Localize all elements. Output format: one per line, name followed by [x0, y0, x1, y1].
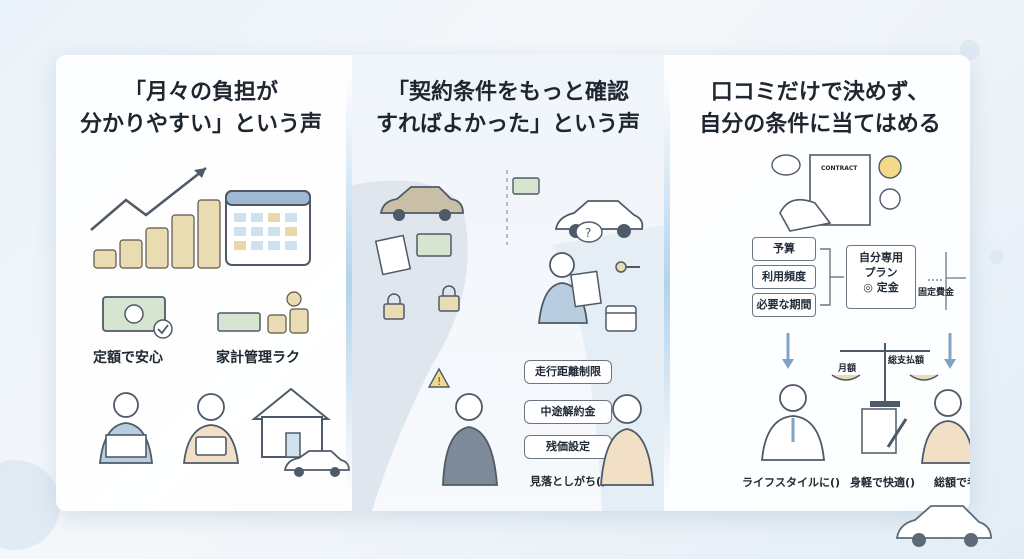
corner-car-icon — [895, 505, 992, 547]
money-stack-icon — [217, 291, 309, 334]
document-pen-icon — [861, 408, 908, 454]
condition-period: 必要な期間 — [752, 293, 816, 317]
label-light-comfort: 身軽で快適() — [850, 476, 916, 489]
plan-line: プラン — [864, 266, 898, 279]
question-bubble-icon: ? — [575, 221, 603, 243]
down-arrow-icon — [782, 333, 794, 369]
warning-icon: ! — [427, 367, 451, 388]
panel-title: 「契約条件をもっと確認 すればよかった」という声 — [352, 77, 664, 141]
down-arrow-icon — [944, 333, 956, 369]
bg-orb — [990, 250, 1004, 264]
fixed-cost-label: 固定費金 — [918, 288, 955, 298]
fixed-cost-chart — [928, 252, 966, 310]
worried-person-icon — [442, 393, 498, 486]
total-label: 総支払額 — [888, 356, 925, 366]
cash-check-icon — [102, 296, 173, 339]
bg-orb — [960, 40, 980, 60]
warning-residual-value: 残価設定 — [524, 435, 612, 459]
plan-fee: ◎ 定金 — [863, 281, 899, 294]
bg-orb — [0, 460, 60, 550]
panel-contract-regret: 「契約条件をもっと確認 すればよかった」という声 — [352, 55, 664, 511]
label-total-cost: 総額で考える — [934, 476, 970, 489]
key-icon — [615, 261, 640, 273]
car-icon — [283, 450, 350, 477]
person-reading-icon — [99, 392, 153, 464]
warning-mileage-limit: 走行距離制限 — [524, 360, 612, 384]
panel-monthly: 「月々の負担が 分かりやすい」という声 — [56, 55, 350, 511]
title-line: 口コミだけで決めず、 — [710, 80, 930, 105]
panel-title: 口コミだけで決めず、 自分の条件に当てはめる — [670, 77, 970, 141]
documents-icon — [374, 233, 452, 276]
custom-plan-box: 自分専用 プラン ◎ 定金 — [846, 245, 916, 309]
woman-icon — [600, 394, 654, 486]
title-line: 自分の条件に当てはめる — [699, 112, 941, 137]
footer-overlooked: 見落としがち() — [530, 475, 607, 488]
old-car-icon — [379, 186, 464, 221]
panel-divider — [664, 75, 670, 495]
lock-icon — [383, 293, 405, 320]
plan-fee-text: 定金 — [876, 281, 899, 294]
label-fixed-rate: 定額で安心 — [93, 350, 163, 366]
title-line: すればよかった」という声 — [375, 112, 640, 137]
title-line: 「契約条件をもっと確認 — [386, 80, 629, 105]
coins-growth-icon — [90, 167, 221, 269]
calendar-icon — [605, 305, 637, 332]
plan-line: 自分専用 — [859, 251, 903, 264]
panel-divider — [346, 75, 352, 495]
warning-cancellation-fee: 中途解約金 — [524, 400, 612, 424]
info-card: 「月々の負担が 分かりやすい」という声 — [56, 55, 970, 511]
svg-text:!: ! — [437, 375, 441, 388]
svg-text:?: ? — [585, 226, 591, 240]
condition-frequency: 利用頻度 — [752, 265, 816, 289]
person-tablet-icon — [182, 393, 240, 464]
bracket-arrow — [820, 248, 844, 306]
contract-label: CONTRACT — [821, 165, 858, 172]
condition-budget: 予算 — [752, 237, 816, 261]
cash-icon — [512, 177, 540, 195]
panel-title: 「月々の負担が 分かりやすい」という声 — [56, 77, 346, 141]
calendar-icon — [225, 190, 311, 266]
lock-icon — [438, 285, 460, 312]
person-keys-icon — [921, 389, 970, 464]
label-budget-easy: 家計管理ラク — [216, 350, 300, 366]
title-line: 分かりやすい」という声 — [79, 112, 322, 137]
label-lifestyle: ライフスタイルに() — [742, 476, 841, 489]
panel-own-conditions: 口コミだけで決めず、 自分の条件に当てはめる CONTRACT 予算 利用頻度 … — [670, 55, 970, 511]
businessman-icon — [761, 384, 825, 461]
monthly-label: 月額 — [838, 364, 857, 374]
contract-hand-icon — [771, 154, 902, 232]
scale-icon — [831, 343, 939, 407]
title-line: 「月々の負担が — [123, 80, 278, 105]
person-document-icon — [538, 252, 602, 324]
